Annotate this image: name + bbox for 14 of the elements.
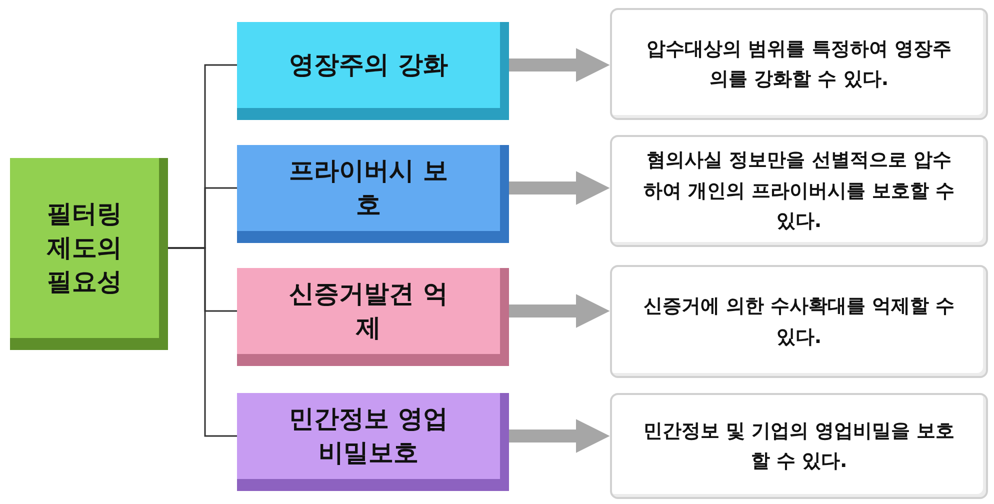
topic-box: 필터링 제도의 필요성 xyxy=(10,158,168,350)
arrow xyxy=(509,48,610,82)
category-box: 프라이버시 보호 xyxy=(237,145,509,243)
description-box: 압수대상의 범위를 특정하여 영장주의를 강화할 수 있다. xyxy=(610,8,988,120)
description-box: 신증거에 의한 수사확대를 억제할 수 있다. xyxy=(610,265,988,378)
category-box: 민간정보 영업비밀보호 xyxy=(237,393,509,491)
description-box: 혐의사실 정보만을 선별적으로 압수하여 개인의 프라이버시를 보호할 수 있다. xyxy=(610,135,988,247)
connector-line xyxy=(168,247,237,437)
arrow xyxy=(509,171,610,205)
arrow xyxy=(509,419,610,453)
category-box: 영장주의 강화 xyxy=(237,22,509,120)
arrow xyxy=(509,294,610,328)
category-box: 신증거발견 억제 xyxy=(237,268,509,366)
description-box: 민간정보 및 기업의 영업비밀을 보호할 수 있다. xyxy=(610,393,988,499)
